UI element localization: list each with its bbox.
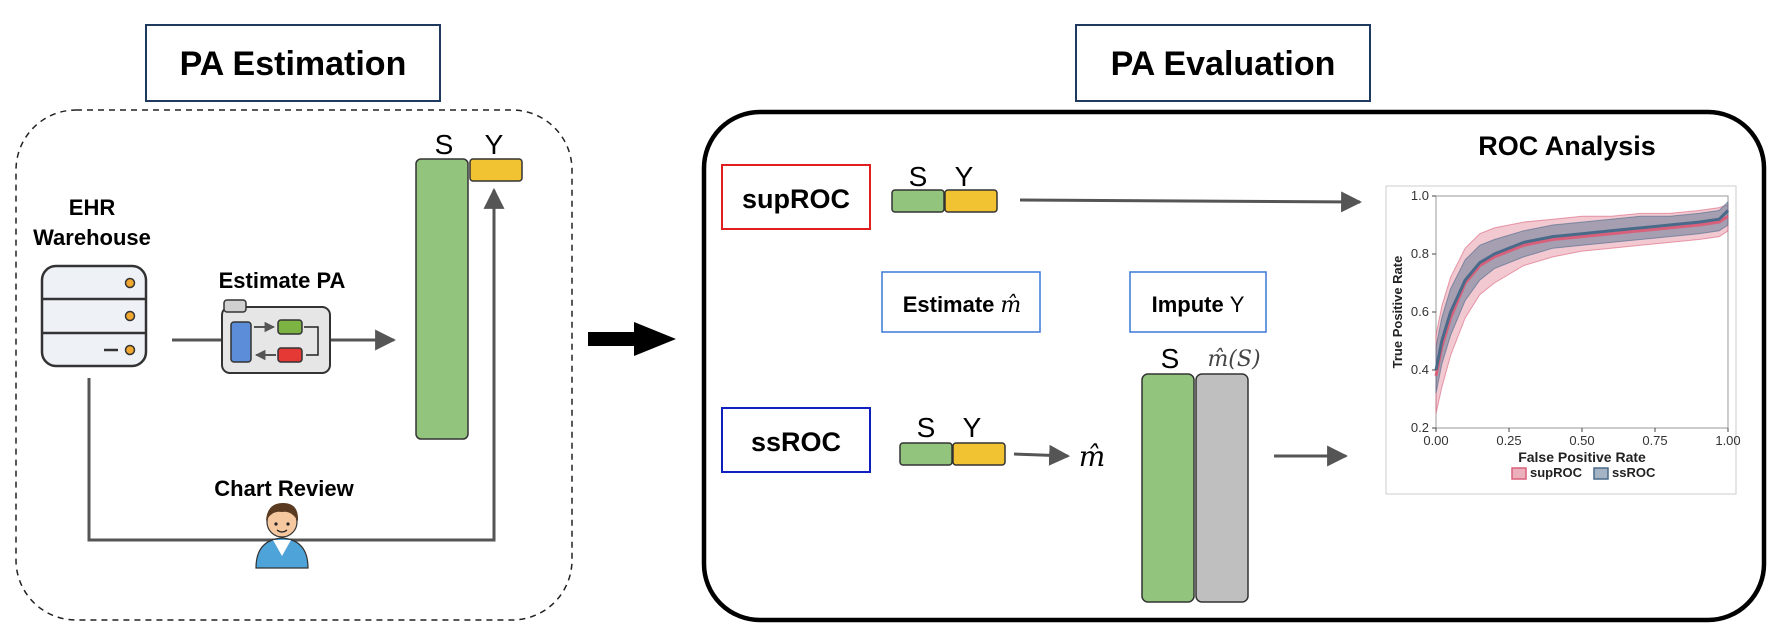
suproc-line (1434, 215, 1729, 377)
x-tick-label: 0.00 (1423, 433, 1448, 448)
y-tick-label: 0.2 (1411, 420, 1429, 435)
ssroc-s-header: S (917, 412, 936, 443)
impute-symbol: Y (1230, 292, 1245, 317)
ssroc-legend-swatch (1593, 467, 1609, 480)
estimation-y-header: Y (485, 129, 504, 160)
x-tick-label: 0.75 (1642, 433, 1667, 448)
ssroc-y-header: Y (963, 412, 982, 443)
ehr-label-line2: Warehouse (33, 225, 151, 250)
y-axis-label: True Positive Rate (1390, 256, 1405, 369)
x-axis-label: False Positive Rate (1518, 449, 1646, 465)
suproc-label-box (721, 164, 871, 230)
suproc-y-header: Y (955, 161, 974, 192)
pa-evaluation-panel (701, 109, 1767, 623)
doctor-icon (255, 503, 309, 569)
y-tick-label: 0.6 (1411, 304, 1429, 319)
estimate-m-text: Estimate (903, 292, 995, 317)
impute-y-box (1129, 271, 1267, 333)
estimation-s-header: S (435, 129, 454, 160)
x-tick-label: 1.00 (1715, 433, 1740, 448)
ssroc-to-m-arrow (1013, 444, 1071, 466)
pa-evaluation-title: PA Evaluation (1111, 45, 1336, 83)
pa-estimation-panel (15, 109, 573, 621)
transition-arrow (588, 322, 676, 356)
pa-estimation-title-box (145, 24, 441, 102)
suproc-legend-label: supROC (1530, 465, 1583, 480)
score-column-s (415, 158, 469, 440)
ssroc-legend-label: ssROC (1612, 465, 1656, 480)
ehr-label-line1: EHR (69, 195, 116, 220)
suproc-s-block (891, 189, 945, 213)
suproc-y-block (944, 189, 998, 213)
impute-text: Impute (1152, 292, 1224, 317)
suproc-legend-swatch (1511, 467, 1527, 480)
suproc-band (1435, 204, 1729, 414)
algorithm-icon (221, 299, 331, 374)
x-tick-label: 0.50 (1569, 433, 1594, 448)
ssroc-s-block (899, 442, 953, 466)
y-tick-label: 0.4 (1411, 362, 1429, 377)
ssroc-label: ssROC (751, 427, 841, 457)
pa-evaluation-title-box (1075, 24, 1371, 102)
m-hat-symbol: m̂ (1079, 440, 1106, 473)
estimate-m-box (881, 271, 1041, 333)
ssroc-label-box (721, 407, 871, 473)
suproc-label: supROC (742, 184, 850, 214)
estimate-pa-label: Estimate PA (219, 268, 346, 293)
roc-chart: 0.00 0.25 0.50 0.75 1.00 0.2 0.4 0.6 0.8 1.0False… (1385, 185, 1741, 495)
imputed-s-column (1141, 373, 1195, 603)
database-icon (40, 264, 148, 368)
ssroc-line (1434, 209, 1730, 371)
suproc-s-header: S (909, 161, 928, 192)
estimate-m-symbol: m̂ (1000, 293, 1021, 318)
chart-review-label: Chart Review (214, 476, 354, 501)
roc-analysis-title: ROC Analysis (1478, 131, 1656, 161)
imputed-s-header: S (1161, 343, 1180, 374)
imputed-m-column (1195, 373, 1249, 603)
x-tick-label: 0.25 (1496, 433, 1521, 448)
suproc-arrow (1019, 191, 1363, 213)
y-tick-label: 1.0 (1411, 188, 1429, 203)
pa-estimation-title: PA Estimation (180, 45, 407, 83)
ssroc-y-block (952, 442, 1006, 466)
y-tick-label: 0.8 (1411, 246, 1429, 261)
imputed-m-header: m̂(S) (1207, 347, 1260, 372)
label-block-y (469, 158, 523, 182)
